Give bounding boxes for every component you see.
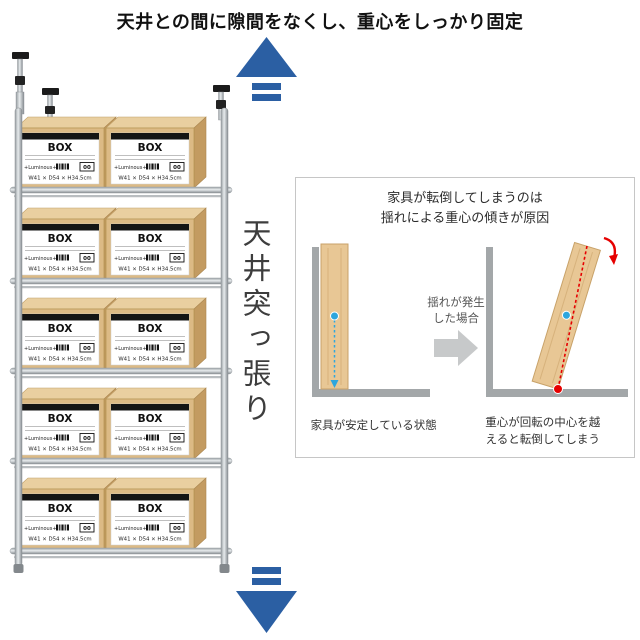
shelf-foot [219, 564, 230, 573]
shelf-bar [9, 457, 233, 465]
up-arrow-icon [236, 37, 297, 101]
pivot-dot [553, 384, 563, 394]
panel-heading-line2: 揺れによる重心の傾きが原因 [380, 211, 550, 227]
caption-tipping-line2: えると転倒してしまう [485, 432, 600, 447]
tipping-axis-line [557, 245, 588, 390]
page-title: 天井との間に隙間をなくし、重心をしっかり固定 [116, 12, 524, 33]
wall [312, 247, 319, 389]
center-of-gravity-dot [330, 311, 339, 321]
shake-label-line2: した場合 [433, 311, 479, 325]
vertical-label: 天井突っ張り [238, 218, 272, 428]
cardboard-box [105, 297, 207, 370]
shelf-bar [9, 277, 233, 285]
rotation-arrowhead [609, 254, 618, 265]
cardboard-box [15, 387, 117, 460]
shelf-foot [13, 564, 24, 573]
gravity-arrowhead [330, 380, 339, 388]
panel-heading: 家具が転倒してしまうのは 揺れによる重心の傾きが原因 [296, 189, 634, 229]
cardboard-box [15, 207, 117, 280]
floor [312, 389, 430, 397]
down-arrow-icon [236, 567, 297, 633]
right-arrow-icon [434, 330, 478, 366]
rotation-arrow-icon [603, 236, 617, 259]
cardboard-box [15, 297, 117, 370]
stable-furniture-illustration [312, 243, 430, 397]
shelf-bar [9, 186, 233, 194]
shelf-scene: BOX +Luminous+ 00 W41 × D54 × H34.5cm [9, 37, 297, 633]
center-of-gravity-dot [561, 310, 571, 320]
shake-transition: 揺れが発生 した場合 [427, 295, 485, 366]
shelf-bar [9, 547, 233, 555]
tipping-diagram: 揺れが発生 した場合 [312, 236, 628, 397]
cardboard-box [15, 116, 117, 189]
cardboard-box [105, 477, 207, 550]
cardboard-box [105, 116, 207, 189]
shelf-pole [220, 107, 229, 567]
shelf-bar [9, 367, 233, 375]
cardboard-box [105, 387, 207, 460]
cardboard-box [15, 477, 117, 550]
shake-label-line1: 揺れが発生 [427, 295, 485, 309]
caption-stable: 家具が安定している状態 [310, 418, 437, 432]
tension-rods [12, 52, 230, 134]
panel-heading-line1: 家具が転倒してしまうのは [387, 191, 543, 206]
info-panel: 家具が転倒してしまうのは 揺れによる重心の傾きが原因 揺れが発生 した場合 [295, 177, 635, 458]
panel-captions: 家具が安定している状態 重心が回転の中心を越 えると転倒してしまう [296, 414, 634, 449]
wall [486, 247, 493, 389]
shelf-unit [9, 107, 233, 573]
shelf-pole [14, 107, 23, 567]
caption-tipping-line1: 重心が回転の中心を越 [485, 415, 601, 429]
cardboard-box [105, 207, 207, 280]
tipping-furniture-illustration [486, 236, 628, 397]
caption-tipping: 重心が回転の中心を越 えると転倒してしまう [451, 414, 634, 449]
